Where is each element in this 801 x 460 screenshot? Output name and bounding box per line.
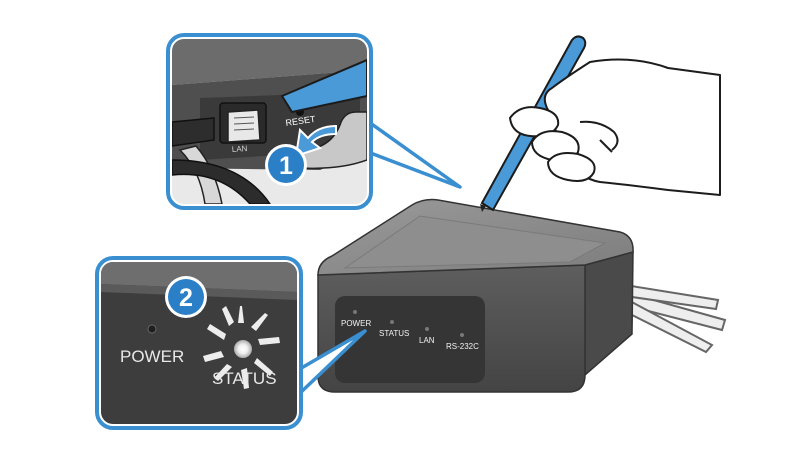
device-top-inset [343,215,607,269]
callout-2: POWER STATUS 2 [95,256,367,430]
status-led [234,340,252,358]
status-flash-rays [203,306,280,389]
device-front-panel [335,296,485,383]
indicator-label-lan: LAN [419,336,435,345]
device: POWER STATUS LAN RS-232C [317,198,727,393]
indicator-label-rs232c: RS-232C [446,342,479,351]
callout-status-label: STATUS [212,369,277,388]
step-badge-1: 1 [265,144,307,186]
led-lan [425,327,429,331]
step-number-1: 1 [279,152,293,180]
indicator-label-status: STATUS [379,329,409,338]
step-number-2: 2 [179,284,193,312]
port-label-lan: LAN [232,144,248,154]
hand [509,58,721,196]
lan-connector [227,109,261,143]
indicator-label-power: POWER [341,319,371,328]
port-label-reset: RESET [285,114,317,128]
step-badge-2: 2 [165,276,207,318]
led-power [353,310,357,314]
press-arrow [294,124,337,158]
led-status [390,320,394,324]
callout-power-label: POWER [120,347,184,366]
callout-stylus [280,58,367,114]
callout-1-pointer [364,118,462,189]
power-led [147,324,157,334]
led-rs232c [460,333,464,337]
callout-1: RESET LAN 1 [166,33,462,210]
device-indicators: POWER STATUS LAN RS-232C [341,310,479,351]
device-side [584,251,634,377]
device-cables [624,283,727,354]
